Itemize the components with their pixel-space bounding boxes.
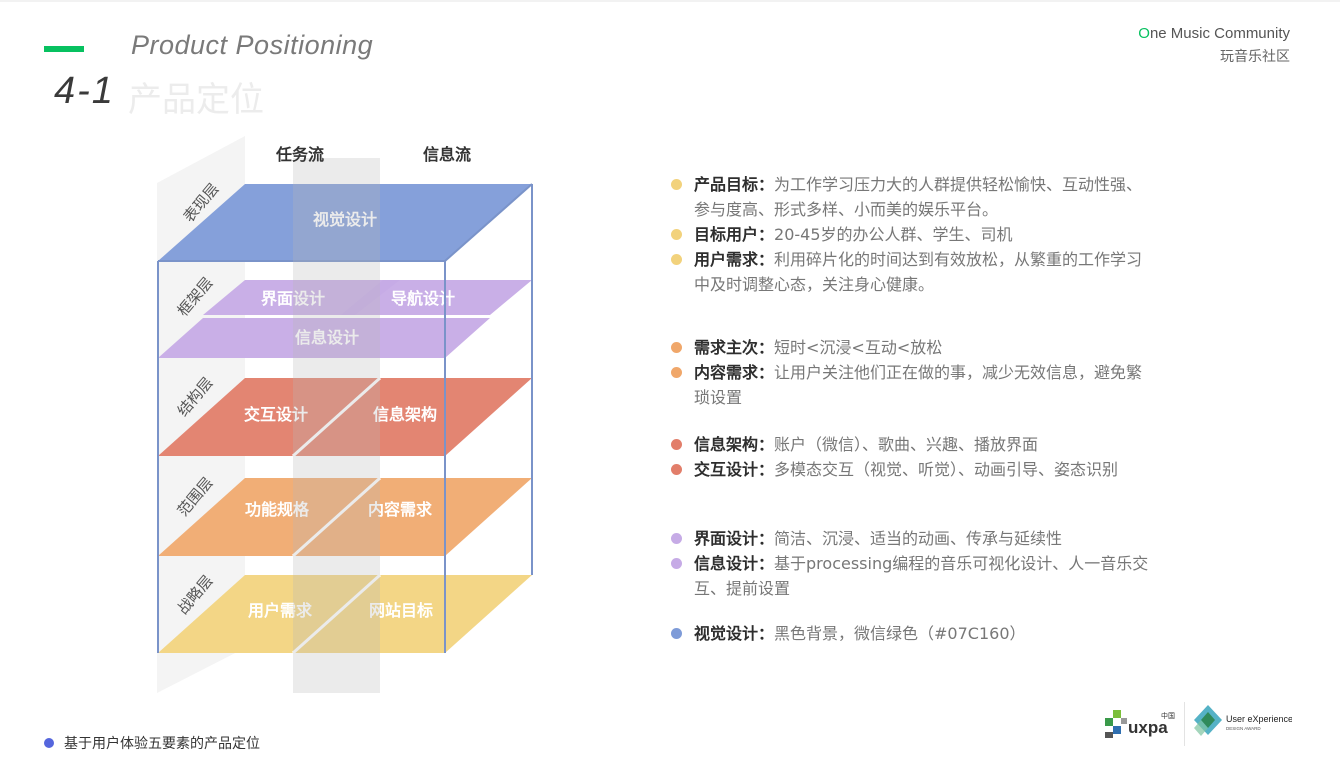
scope-divider bbox=[291, 476, 382, 558]
bullet-dot bbox=[671, 628, 682, 639]
item-text: 20-45岁的办公人群、学生、司机 bbox=[774, 225, 1013, 244]
list-item-priority: 需求主次：短时<沉浸<互动<放松 bbox=[670, 335, 1210, 360]
cell-function-spec: 功能规格 bbox=[245, 500, 310, 519]
item-text-continued: 中及时调整心态，关注身心健康。 bbox=[694, 275, 935, 294]
item-key: 目标用户： bbox=[694, 225, 775, 244]
ue-award-title: User eXperience bbox=[1226, 714, 1292, 724]
skeleton-plane-info bbox=[158, 318, 490, 358]
list-item-info-design: 信息设计：基于processing编程的音乐可视化设计、人一音乐交互、提前设置 bbox=[670, 551, 1210, 601]
brand-name: One Music Community bbox=[1138, 25, 1290, 42]
accent-bar bbox=[44, 46, 84, 52]
surface-plane bbox=[158, 184, 532, 261]
cell-user-needs: 用户需求 bbox=[248, 601, 313, 620]
bullet-dot bbox=[671, 533, 682, 544]
subtitle-english: Product Positioning bbox=[131, 30, 374, 60]
positioning-list: 产品目标：为工作学习压力大的人群提供轻松愉快、互动性强、参与度高、形式多样、小而… bbox=[670, 172, 1210, 672]
item-text: 让用户关注他们正在做的事，减少无效信息，避免繁 bbox=[774, 363, 1143, 382]
cell-info-arch: 信息架构 bbox=[373, 405, 437, 424]
bullet-dot bbox=[671, 179, 682, 190]
group-requirements: 需求主次：短时<沉浸<互动<放松 内容需求：让用户关注他们正在做的事，减少无效信… bbox=[670, 335, 1210, 410]
column-task-flow: 任务流 bbox=[275, 145, 324, 164]
item-key: 信息设计： bbox=[694, 554, 775, 573]
strategy-plane bbox=[158, 575, 532, 653]
item-text: 为工作学习压力大的人群提供轻松愉快、互动性强、 bbox=[774, 175, 1143, 194]
bullet-dot bbox=[671, 367, 682, 378]
item-key: 界面设计： bbox=[694, 529, 775, 548]
uxpa-logo: uxpa 中国 bbox=[1105, 710, 1175, 738]
item-key: 信息架构： bbox=[694, 435, 775, 454]
flow-divider-band bbox=[293, 158, 380, 693]
list-item-user-needs: 用户需求：利用碎片化的时间达到有效放松，从繁重的工作学习中及时调整心态，关注身心… bbox=[670, 247, 1210, 297]
box-frame bbox=[157, 183, 533, 653]
group-skeleton: 界面设计：简洁、沉浸、适当的动画、传承与延续性 信息设计：基于processin… bbox=[670, 526, 1210, 601]
section-number: 4-1 bbox=[54, 70, 115, 112]
cell-content-req: 内容需求 bbox=[368, 500, 433, 519]
bullet-dot bbox=[671, 439, 682, 450]
skeleton-plane-navigation bbox=[341, 280, 532, 315]
footer-caption: 基于用户体验五要素的产品定位 bbox=[44, 733, 260, 753]
bullet-dot bbox=[671, 229, 682, 240]
scope-plane bbox=[158, 478, 532, 556]
item-key: 视觉设计： bbox=[694, 624, 775, 643]
uxpa-wordmark: uxpa bbox=[1128, 718, 1168, 737]
footer-caption-text: 基于用户体验五要素的产品定位 bbox=[64, 736, 260, 752]
list-item-content-req: 内容需求：让用户关注他们正在做的事，减少无效信息，避免繁琐设置 bbox=[670, 360, 1210, 410]
item-text: 短时<沉浸<互动<放松 bbox=[774, 338, 943, 357]
structure-divider bbox=[291, 376, 382, 458]
item-key: 产品目标： bbox=[694, 175, 775, 194]
brand-name-cn: 玩音乐社区 bbox=[1220, 49, 1290, 65]
cell-site-goals: 网站目标 bbox=[369, 601, 433, 620]
brand-name-rest: ne Music Community bbox=[1149, 25, 1290, 42]
ux-five-elements-diagram: 用户需求 网站目标 功能规格 内容需求 交互设计 信息架构 界面设计 导航设计 … bbox=[157, 136, 533, 693]
footer-dot bbox=[44, 738, 54, 748]
cell-navigation: 导航设计 bbox=[391, 289, 455, 308]
list-item-interface: 界面设计：简洁、沉浸、适当的动画、传承与延续性 bbox=[670, 526, 1210, 551]
list-item-visual: 视觉设计：黑色背景，微信绿色（#07C160） bbox=[670, 621, 1210, 646]
group-structure: 信息架构：账户（微信）、歌曲、兴趣、播放界面 交互设计：多模态交互（视觉、听觉）… bbox=[670, 432, 1210, 482]
item-text-continued: 互、提前设置 bbox=[694, 579, 791, 598]
group-surface: 视觉设计：黑色背景，微信绿色（#07C160） bbox=[670, 621, 1210, 646]
item-text: 利用碎片化的时间达到有效放松，从繁重的工作学习 bbox=[774, 250, 1143, 269]
list-item-target-users: 目标用户：20-45岁的办公人群、学生、司机 bbox=[670, 222, 1210, 247]
cell-interface: 界面设计 bbox=[261, 289, 325, 308]
strategy-divider bbox=[291, 573, 382, 655]
list-item-info-arch: 信息架构：账户（微信）、歌曲、兴趣、播放界面 bbox=[670, 432, 1210, 457]
cell-info-design: 信息设计 bbox=[295, 328, 359, 347]
group-product: 产品目标：为工作学习压力大的人群提供轻松愉快、互动性强、参与度高、形式多样、小而… bbox=[670, 172, 1210, 297]
logo-divider bbox=[1184, 702, 1185, 746]
top-border bbox=[0, 0, 1340, 2]
item-text: 简洁、沉浸、适当的动画、传承与延续性 bbox=[774, 529, 1063, 548]
item-key: 需求主次： bbox=[694, 338, 775, 357]
item-text-continued: 琐设置 bbox=[694, 388, 743, 407]
page-title: 产品定位 bbox=[128, 80, 264, 120]
item-text: 账户（微信）、歌曲、兴趣、播放界面 bbox=[774, 435, 1039, 454]
list-item-interaction: 交互设计：多模态交互（视觉、听觉）、动画引导、姿态识别 bbox=[670, 457, 1210, 482]
item-text: 黑色背景，微信绿色（#07C160） bbox=[774, 624, 1026, 643]
uxpa-wordmark-cn: 中国 bbox=[1161, 711, 1175, 720]
column-info-flow: 信息流 bbox=[423, 145, 471, 164]
bullet-dot bbox=[671, 342, 682, 353]
ue-award-logo: User eXperience DESIGN AWARD bbox=[1194, 705, 1292, 736]
cell-interaction: 交互设计 bbox=[244, 405, 308, 424]
item-text: 基于processing编程的音乐可视化设计、人一音乐交 bbox=[774, 554, 1149, 573]
cell-visual: 视觉设计 bbox=[313, 210, 377, 229]
item-text-continued: 参与度高、形式多样、小而美的娱乐平台。 bbox=[694, 200, 999, 219]
bullet-dot bbox=[671, 254, 682, 265]
bullet-dot bbox=[671, 464, 682, 475]
list-item-product-goal: 产品目标：为工作学习压力大的人群提供轻松愉快、互动性强、参与度高、形式多样、小而… bbox=[670, 172, 1210, 222]
structure-plane bbox=[158, 378, 532, 456]
ue-award-subtitle: DESIGN AWARD bbox=[1226, 726, 1261, 731]
item-text: 多模态交互（视觉、听觉）、动画引导、姿态识别 bbox=[774, 460, 1119, 479]
item-key: 内容需求： bbox=[694, 363, 775, 382]
bullet-dot bbox=[671, 558, 682, 569]
brand-initial: O bbox=[1138, 25, 1150, 42]
skeleton-plane-interface bbox=[203, 280, 400, 315]
item-key: 交互设计： bbox=[694, 460, 775, 479]
item-key: 用户需求： bbox=[694, 250, 775, 269]
